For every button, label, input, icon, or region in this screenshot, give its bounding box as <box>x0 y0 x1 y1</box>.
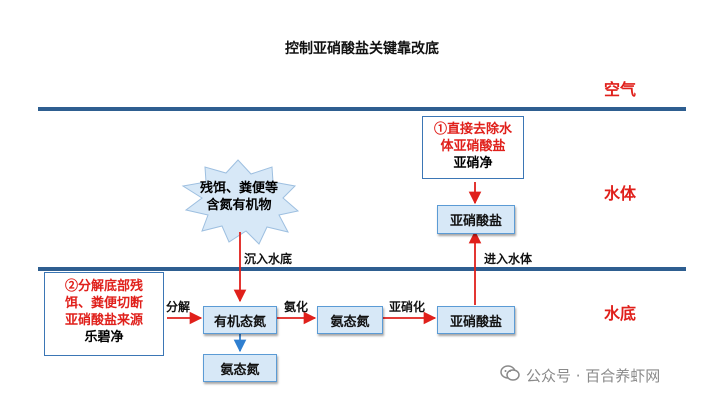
callout-left-line3: 亚硝酸盐来源 <box>64 313 143 328</box>
burst-shape <box>181 159 300 245</box>
source-node: 残饵、粪便等含氮有机物 <box>200 181 279 213</box>
watermark-text: 公众号 · 百合养虾网 <box>526 366 661 385</box>
zone-label-air: 空气 <box>604 80 637 99</box>
diagram-title: 控制亚硝酸盐关键靠改底 <box>285 41 439 57</box>
callout-top-product: 亚硝净 <box>453 156 493 171</box>
watermark: 公众号 · 百合养虾网 <box>500 364 660 386</box>
callout-top-line2: 体亚硝酸盐 <box>440 139 506 154</box>
callout-left-product: 乐碧净 <box>84 330 124 345</box>
wechat-icon <box>500 364 520 386</box>
nitrite-bottom-node: 亚硝酸盐 <box>437 306 515 334</box>
ammonia-nitrogen-node: 氨态氮 <box>317 306 383 334</box>
edge-label-nitrify: 亚硝化 <box>389 300 426 314</box>
organic-nitrogen-node: 有机态氮 <box>203 306 277 334</box>
callout-remove-nitrite: ①直接去除水 体亚硝酸盐 亚硝净 <box>422 116 524 179</box>
edge-label-ammonify: 氨化 <box>284 300 309 314</box>
ammonia-nitrogen-lower-node: 氨态氮 <box>203 354 277 382</box>
water-bottom-boundary <box>38 267 686 271</box>
edge-label-sink: 沉入水底 <box>244 252 293 266</box>
zone-label-water: 水体 <box>604 184 637 203</box>
callout-left-line1: ②分解底部残 <box>64 279 143 294</box>
zone-label-bottom: 水底 <box>604 304 637 323</box>
callout-left-line2: 饵、粪便切断 <box>64 296 143 311</box>
callout-decompose-source: ②分解底部残 饵、粪便切断 亚硝酸盐来源 乐碧净 <box>44 272 164 356</box>
air-water-boundary <box>38 107 686 111</box>
nitrite-water-node: 亚硝酸盐 <box>437 205 515 234</box>
callout-top-line1: ①直接去除水 <box>433 122 512 137</box>
edge-label-enter-water: 进入水体 <box>484 252 533 266</box>
edge-label-decompose: 分解 <box>166 300 191 314</box>
